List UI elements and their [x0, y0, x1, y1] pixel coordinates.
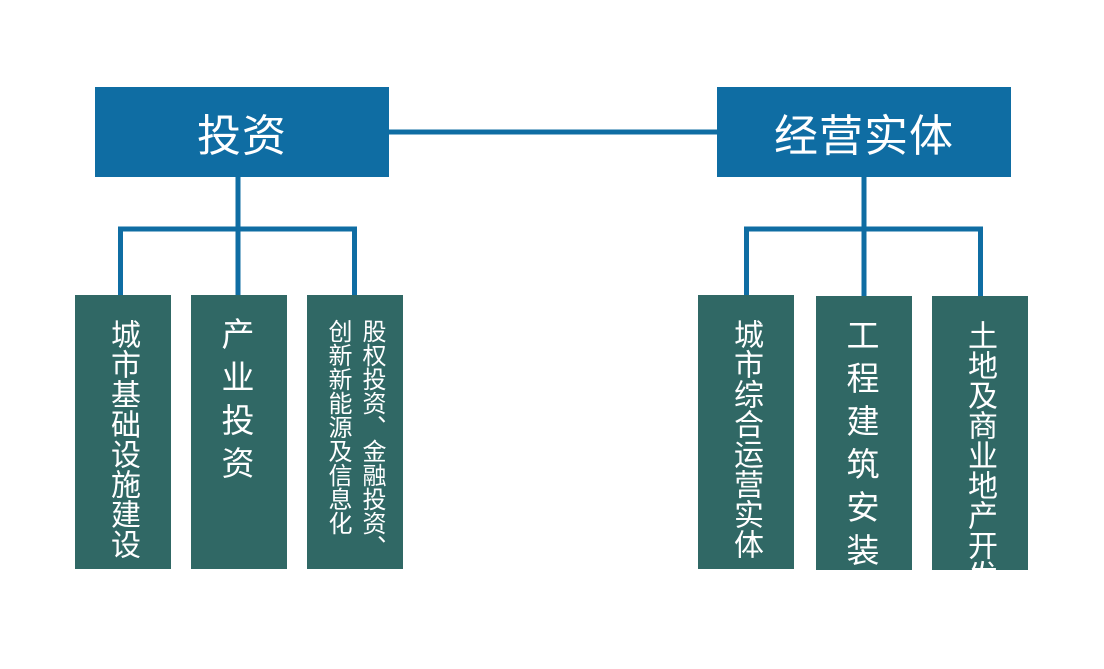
invest-child-box-2: 产业投资: [191, 295, 287, 569]
invest-child-label-3: 股权投资、金融投资、创新新能源及信息化: [324, 319, 386, 559]
operate-child-label-2: 工程建筑安装: [841, 318, 880, 576]
invest-header-box: 投资: [95, 87, 389, 177]
operate-child-box-2: 工程建筑安装: [816, 296, 912, 576]
operate-child-box-1: 城市综合运营实体: [698, 295, 794, 569]
operate-child-label-3: 土地及商业地产开发: [962, 320, 997, 590]
invest-title: 投资: [197, 111, 287, 162]
operate-child-label-1: 城市综合运营实体: [728, 319, 763, 559]
operate-title: 经营实体: [774, 111, 954, 162]
invest-child-label-1: 城市基础设施建设: [105, 319, 140, 559]
operate-child-box-3: 土地及商业地产开发: [932, 296, 1028, 590]
operate-header-box: 经营实体: [717, 87, 1011, 177]
invest-child-label-2: 产业投资: [216, 317, 255, 489]
invest-child-box-1: 城市基础设施建设: [75, 295, 171, 569]
invest-child-box-3: 股权投资、金融投资、创新新能源及信息化: [307, 295, 403, 569]
